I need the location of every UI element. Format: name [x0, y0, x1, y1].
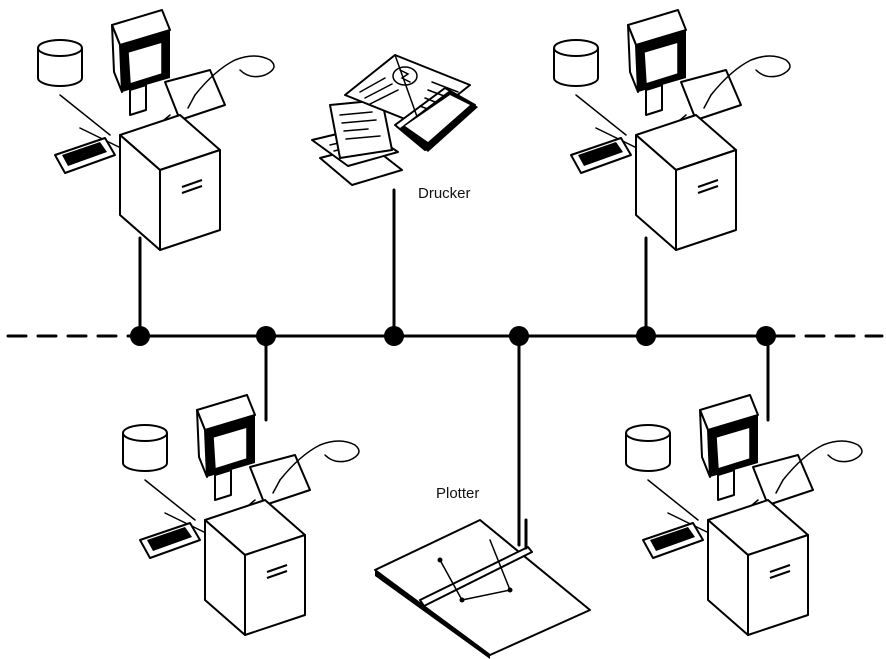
bus-node: [130, 326, 150, 346]
bus-node: [384, 326, 404, 346]
bus-node: [756, 326, 776, 346]
bus-node: [636, 326, 656, 346]
workstation-icon: [121, 393, 361, 637]
plotter-label: Plotter: [436, 485, 479, 502]
printer-icon: [311, 54, 478, 186]
workstation-icon: [624, 393, 864, 637]
bus-node: [256, 326, 276, 346]
workstation-icon: [36, 8, 276, 252]
drop-lines: [138, 188, 770, 547]
bus-node: [509, 326, 529, 346]
plotter-icon: [374, 518, 591, 659]
workstation-icon: [552, 8, 792, 252]
bus-nodes: [130, 326, 776, 346]
printer-label: Drucker: [418, 185, 471, 202]
